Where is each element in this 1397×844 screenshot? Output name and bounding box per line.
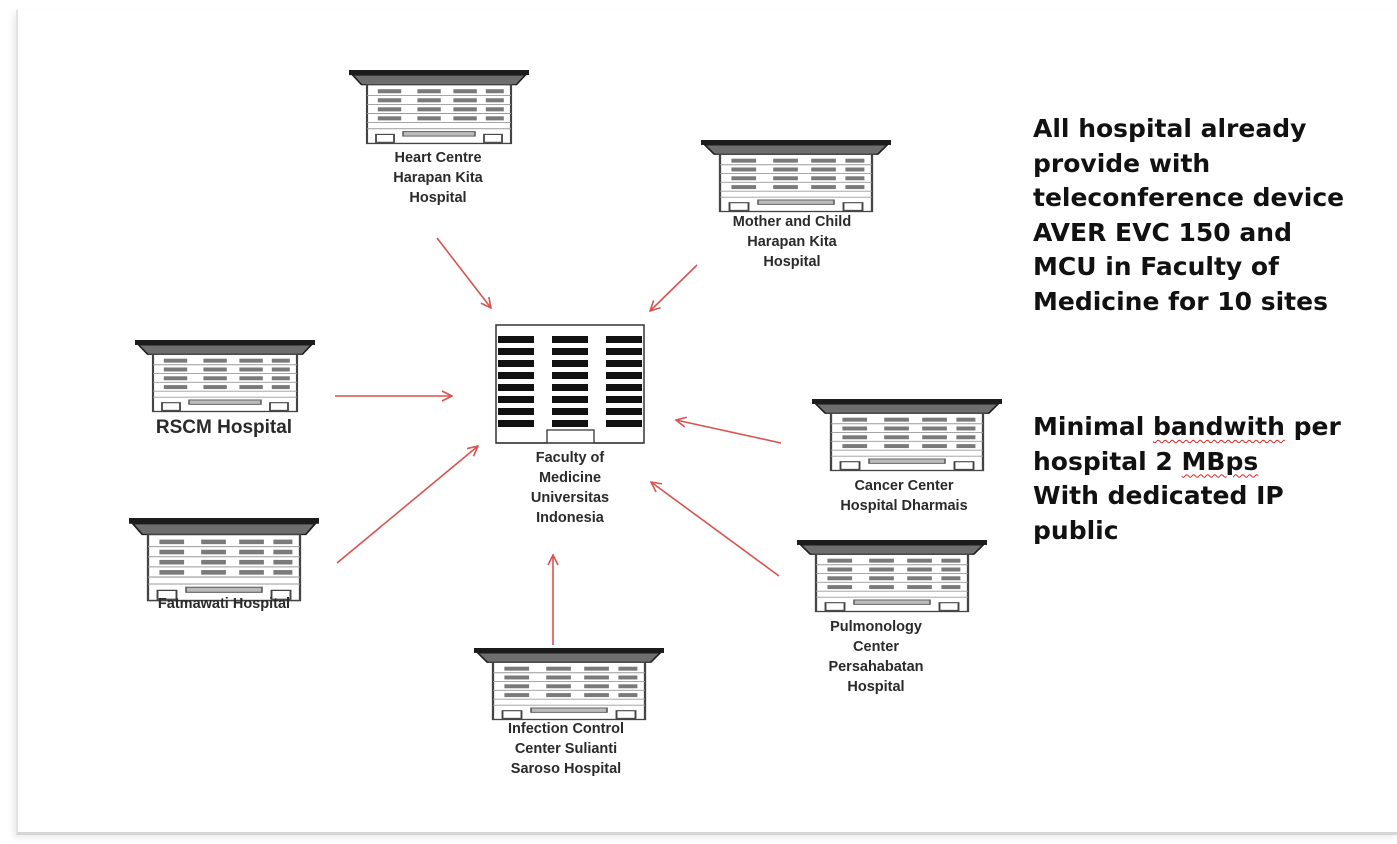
node-label-cancer-center: Cancer Center Hospital Dharmais — [840, 478, 968, 514]
building-fatmawati — [127, 516, 321, 602]
building-rscm — [133, 338, 317, 413]
arrow-heart-centre — [436, 237, 491, 308]
building-cancer-center — [810, 397, 1004, 472]
connection-arrows — [335, 237, 782, 645]
building-infection-control — [472, 646, 666, 721]
notes-line: MCU in Faculty of — [1033, 252, 1279, 281]
building-pulmonology-center — [795, 538, 989, 613]
arrow-pulmonology-center — [651, 482, 780, 577]
building-heart-centre — [347, 68, 531, 145]
arrow-mother-and-child — [650, 264, 698, 311]
node-label-heart-centre: Heart Centre Harapan Kita Hospital — [393, 150, 483, 206]
notes-line: hospital 2 MBps — [1033, 446, 1259, 476]
building-mother-and-child — [699, 138, 893, 213]
notes-line: Medicine for 10 sites — [1033, 286, 1328, 316]
spellcheck-flag: bandwith — [1153, 412, 1285, 441]
notes-block-bandwidth: Minimal bandwith per hospital 2 MBps Wit… — [1033, 410, 1341, 548]
node-label-mother-and-child: Mother and Child Harapan Kita Hospital — [732, 214, 852, 270]
node-label-rscm: RSCM Hospital — [155, 417, 293, 438]
node-label-fatmawati: Fatmawati Hospital — [157, 596, 291, 612]
arrow-fatmawati — [336, 446, 478, 564]
notes-line: With dedicated IP — [1033, 481, 1284, 510]
notes-line: Minimal bandwith per — [1033, 412, 1341, 441]
spellcheck-flag: MBps — [1181, 446, 1259, 476]
notes-line: public — [1033, 515, 1119, 545]
notes-line: AVER EVC 150 and — [1033, 217, 1292, 247]
notes-block-devices: All hospital already provide with teleco… — [1033, 112, 1344, 319]
notes-line: All hospital already — [1033, 114, 1307, 143]
node-label-faculty-of-medicine: Faculty of Medicine Universitas Indonesi… — [530, 450, 610, 526]
arrow-cancer-center — [676, 420, 782, 444]
notes-line: provide with — [1033, 148, 1211, 178]
node-label-infection-control: Infection Control Center Sulianti Saroso… — [508, 721, 624, 777]
central-building-icon — [495, 324, 645, 444]
notes-line: teleconference device — [1033, 183, 1345, 212]
node-label-pulmonology-center: Pulmonology Center Persahabatan Hospital — [828, 619, 924, 695]
